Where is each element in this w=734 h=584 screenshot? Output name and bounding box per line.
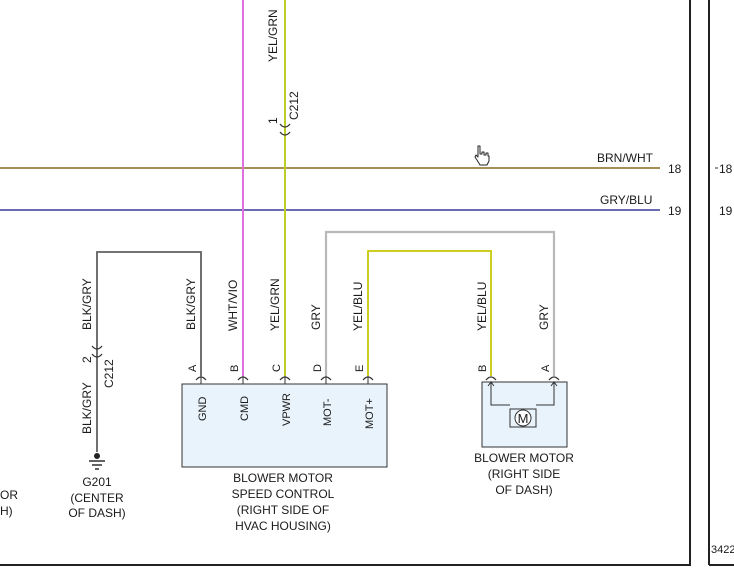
grid-ref-18-right: 18 [719,162,733,176]
grid-ref-18: 18 [668,162,682,176]
gry-wire [324,230,556,376]
c212-left-name: C212 [102,359,116,388]
grid-ref-19-right: 19 [719,204,733,218]
wire-label-yel-grn-top: YEL/GRN [266,9,280,62]
speed-control-name-line4: HVAC HOUSING) [235,519,331,533]
sc-terminal-vpwr: VPWR [281,393,293,426]
bm-motor-symbol: M [518,411,529,426]
c212-left-connector [91,345,103,358]
wire-label-gry-motor: GRY [537,304,551,330]
sc-pin-b: B [229,365,241,372]
ground-symbol [89,453,105,470]
bm-pin-a: A [540,364,552,372]
ground-id: G201 [82,475,112,489]
wire-label-gry-blu: GRY/BLU [600,193,652,207]
c212-top-connector [279,123,291,136]
c212-top-pin: 1 [266,117,280,124]
wire-label-yel-grn-ctrl: YEL/GRN [268,278,282,331]
sc-terminal-mot-minus: MOT- [322,398,334,426]
partial-left-line1: OR [0,488,18,502]
partial-left-line2: H) [0,504,13,518]
blower-motor-name-line1: BLOWER MOTOR [474,451,574,465]
blower-motor-pin-arcs [485,376,560,381]
wire-label-blk-gry-lower: BLK/GRY [80,382,94,434]
speed-control-pin-stubs [200,376,369,384]
wire-label-wht-vio: WHT/VIO [226,280,240,331]
sc-terminal-cmd: CMD [239,396,251,421]
c212-top-name: C212 [287,91,301,120]
grid-ref-19: 19 [668,204,682,218]
c212-left-pin: 2 [80,356,94,363]
ground-location-line1: (CENTER [70,491,124,505]
wire-label-yel-blu-motor: YEL/BLU [475,282,489,331]
yel-blu-wire [367,250,492,376]
speed-control-name-line1: BLOWER MOTOR [233,471,333,485]
hand-cursor-icon [474,145,490,166]
speed-control-module [181,383,388,468]
sc-pin-a: A [187,364,199,372]
wire-label-blk-gry-ctrl: BLK/GRY [184,278,198,330]
bm-pin-b: B [477,365,489,372]
sc-pin-d: D [312,364,324,372]
ground-location-line2: OF DASH) [68,506,125,520]
motor-icon [509,408,537,428]
blk-gry-wire [96,251,202,452]
page-code: 3422 [711,544,734,556]
sc-pin-c: C [271,364,283,372]
page-frame [0,0,691,566]
sc-terminal-gnd: GND [197,397,209,422]
wire-label-yel-blu-ctrl: YEL/BLU [351,282,365,331]
motor-internal-wiring [487,381,558,406]
yel-blu-wire-core [367,250,492,376]
speed-control-name-line3: (RIGHT SIDE OF [237,503,329,517]
speed-control-name-line2: SPEED CONTROL [232,487,335,501]
wire-label-gry-ctrl: GRY [309,304,323,330]
wire-label-brn-wht: BRN/WHT [597,151,654,165]
sc-pin-e: E [354,365,366,372]
blower-motor-name-line2: (RIGHT SIDE [488,467,560,481]
blower-motor-name-line3: OF DASH) [495,483,552,497]
sc-terminal-mot-plus: MOT+ [364,398,376,429]
wire-label-blk-gry-upper: BLK/GRY [80,278,94,330]
